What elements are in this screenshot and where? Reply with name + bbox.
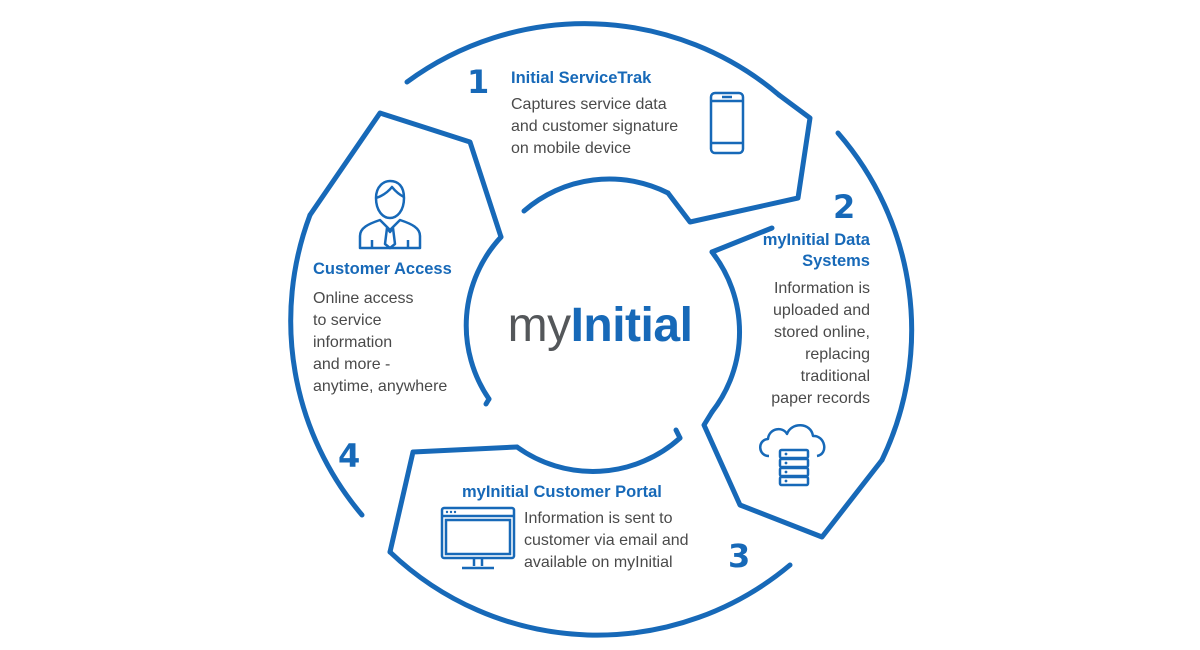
business-person-icon (358, 179, 422, 250)
step-4-title: Customer Access (313, 260, 452, 278)
outer-arc-bottom (387, 549, 793, 638)
outer-arc-top (404, 21, 782, 98)
step-number-4: 4 (338, 437, 361, 475)
step-4-desc-line: anytime, anywhere (313, 378, 448, 395)
computer-monitor-icon (440, 506, 516, 570)
step-2-desc-line: uploaded and (773, 302, 870, 319)
step-1-desc-line: and customer signature (511, 118, 679, 135)
step-4-description: Online access to service information and… (313, 288, 447, 398)
step-number-2: 2 (833, 188, 856, 226)
connector-left-upper (307, 110, 504, 240)
step-1-description: Captures service data and customer signa… (511, 94, 678, 160)
step-3-title: myInitial Customer Portal (462, 483, 662, 501)
logo-prefix: my (507, 299, 571, 352)
inner-arc-top (521, 176, 671, 214)
step-4-desc-line: Online access (313, 290, 414, 307)
connector-right (709, 225, 775, 255)
inner-arc-bottom (514, 435, 683, 474)
connector-left (483, 396, 492, 407)
step-number-3: 3 (728, 537, 751, 575)
connector-bottom-left (387, 444, 520, 555)
inner-arc-right (709, 249, 742, 415)
outer-arc-right (835, 130, 915, 463)
step-3-desc-line: customer via email and (524, 532, 689, 549)
step-2-desc-line: paper records (771, 390, 870, 407)
step-4-desc-line: to service (313, 312, 382, 329)
step-1-desc-line: on mobile device (511, 140, 632, 157)
center-logo: myInitial (490, 300, 710, 352)
step-1-title: Initial ServiceTrak (511, 69, 652, 87)
connector-top (665, 92, 813, 225)
step-2-description: Information is uploaded and stored onlin… (771, 278, 870, 410)
step-2-desc-line: Information is (773, 280, 870, 297)
step-number-1: 1 (467, 63, 490, 101)
step-3-description: Information is sent to customer via emai… (524, 508, 689, 574)
step-2-desc-line: stored online, (773, 324, 870, 341)
step-3-desc-line: available on myInitial (524, 554, 673, 571)
step-2-desc-line: replacing (805, 346, 870, 363)
step-2-desc-line: traditional (800, 368, 870, 385)
cloud-server-icon (759, 424, 826, 487)
step-1-desc-line: Captures service data (511, 96, 667, 113)
connector-right-lower (701, 409, 885, 540)
step-2-title-line: myInitial Data (762, 231, 870, 249)
outer-arc-left (288, 212, 365, 518)
mobile-phone-icon (709, 91, 745, 155)
step-3-desc-line: Information is sent to (524, 510, 673, 527)
step-2-title-line: Systems (802, 252, 870, 270)
step-2-title: myInitial Data Systems (763, 230, 870, 272)
step-4-desc-line: information (313, 334, 393, 351)
logo-name: Initial (570, 299, 693, 352)
step-4-desc-line: and more - (313, 356, 391, 373)
connector-bottom (673, 427, 683, 441)
inner-arc-left (463, 234, 504, 402)
